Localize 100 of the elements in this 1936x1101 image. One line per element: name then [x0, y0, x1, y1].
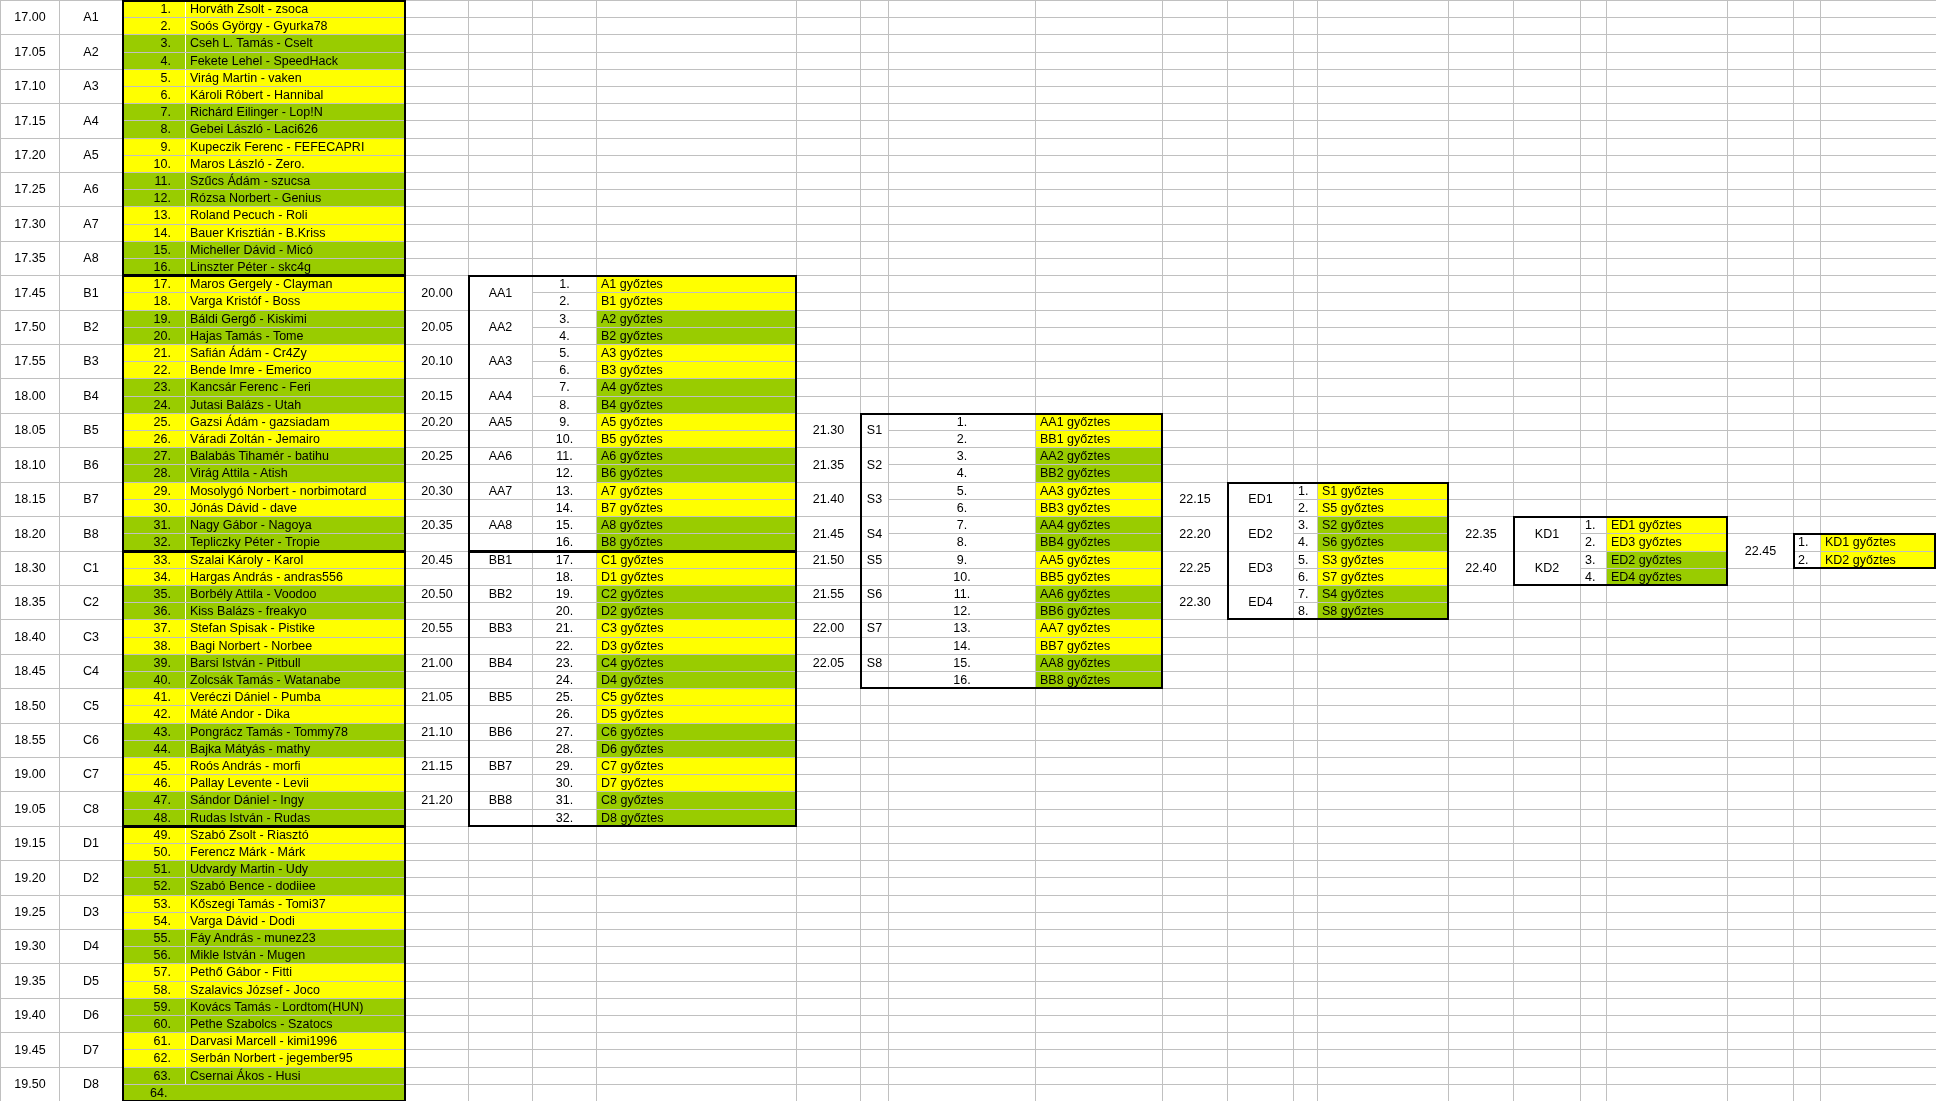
winner-slot: S4 győztes [1318, 586, 1448, 602]
player-name: Virág Attila - Atish [186, 465, 405, 482]
player-name: Serbán Norbert - jegember95 [186, 1050, 405, 1067]
seed-number: 64. [123, 1085, 405, 1101]
seed-number: 23. [123, 379, 185, 396]
player-name: Kupeczik Ferenc - FEFECAPRI [186, 139, 405, 155]
seed-number: 25. [123, 414, 185, 430]
seed-number: 37. [123, 620, 185, 637]
winner-slot: B2 győztes [597, 328, 796, 344]
seed-number: 21. [123, 345, 185, 361]
seed-number: 14. [123, 225, 185, 241]
winner-slot: C5 győztes [597, 689, 796, 705]
seed-number: 60. [123, 1016, 185, 1032]
player-name: Barsi István - Pitbull [186, 655, 405, 671]
seed-number: 31. [123, 517, 185, 533]
seed-number: 59. [123, 999, 185, 1015]
seed-number: 24. [123, 397, 185, 413]
player-name: Nagy Gábor - Nagoya [186, 517, 405, 533]
winner-slot: S8 győztes [1318, 603, 1448, 619]
winner-slot: BB6 győztes [1036, 603, 1162, 619]
winner-slot: C7 győztes [597, 758, 796, 774]
winner-slot: AA6 győztes [1036, 586, 1162, 602]
seed-number: 51. [123, 861, 185, 877]
player-name: Szűcs Ádám - szucsa [186, 173, 405, 189]
player-name: Sándor Dániel - Ingy [186, 792, 405, 809]
winner-slot: B7 győztes [597, 500, 796, 516]
seed-number: 40. [123, 672, 185, 688]
winner-slot: D8 győztes [597, 810, 796, 826]
seed-number: 20. [123, 328, 185, 344]
seed-number: 13. [123, 207, 185, 224]
player-name: Fáy András - munez23 [186, 930, 405, 946]
player-name: Szabó Bence - dodiiee [186, 878, 405, 895]
winner-slot: A8 győztes [597, 517, 796, 533]
player-name: Kiss Balázs - freakyo [186, 603, 405, 619]
winner-slot: D2 győztes [597, 603, 796, 619]
winner-slot: S3 győztes [1318, 552, 1448, 568]
seed-number: 5. [123, 70, 185, 86]
seed-number: 55. [123, 930, 185, 946]
player-name: Kancsár Ferenc - Feri [186, 379, 405, 396]
seed-number: 22. [123, 362, 185, 378]
seed-number: 58. [123, 982, 185, 998]
seed-number: 53. [123, 896, 185, 912]
player-name: Máté Andor - Dika [186, 706, 405, 723]
seed-number: 42. [123, 706, 185, 723]
winner-slot: B3 győztes [597, 362, 796, 378]
winner-slot: BB8 győztes [1036, 672, 1162, 688]
player-name: Pethe Szabolcs - Szatocs [186, 1016, 405, 1032]
player-name: Cseh L. Tamás - Cselt [186, 35, 405, 52]
player-name: Bagi Norbert - Norbee [186, 638, 405, 654]
seed-number: 26. [123, 431, 185, 447]
winner-slot: B1 győztes [597, 293, 796, 310]
winner-slot: A3 győztes [597, 345, 796, 361]
winner-slot: S6 győztes [1318, 534, 1448, 551]
winner-slot: AA7 győztes [1036, 620, 1162, 637]
seed-number: 28. [123, 465, 185, 482]
winner-slot: D3 győztes [597, 638, 796, 654]
winner-slot: ED2 győztes [1607, 552, 1727, 568]
player-name: Gazsi Ádám - gazsiadam [186, 414, 405, 430]
player-name: Maros László - Zero. [186, 156, 405, 172]
player-name: Varga Dávid - Dodi [186, 913, 405, 929]
winner-slot: D1 győztes [597, 569, 796, 585]
winner-slot: C6 győztes [597, 724, 796, 740]
player-name: Károli Róbert - Hannibal [186, 87, 405, 103]
winner-slot: A5 győztes [597, 414, 796, 430]
player-name: Micheller Dávid - Micó [186, 242, 405, 258]
seed-number: 12. [123, 190, 185, 206]
winner-slot: BB7 győztes [1036, 638, 1162, 654]
winner-slot: AA3 győztes [1036, 483, 1162, 499]
winner-slot: D7 győztes [597, 775, 796, 791]
seed-number: 44. [123, 741, 185, 757]
winner-slot: D4 győztes [597, 672, 796, 688]
winner-slot: ED3 győztes [1607, 534, 1727, 551]
seed-number: 36. [123, 603, 185, 619]
winner-slot: C4 győztes [597, 655, 796, 671]
player-name: Pallay Levente - Levii [186, 775, 405, 791]
seed-number: 18. [123, 293, 185, 310]
winner-slot: B5 győztes [597, 431, 796, 447]
winner-slot: C8 győztes [597, 792, 796, 809]
winner-slot: BB1 győztes [1036, 431, 1162, 447]
player-name: Roland Pecuch - Roli [186, 207, 405, 224]
player-name: Roós András - morfi [186, 758, 405, 774]
winner-slot: S2 győztes [1318, 517, 1448, 533]
winner-slot: AA5 győztes [1036, 552, 1162, 568]
player-name: Varga Kristóf - Boss [186, 293, 405, 310]
player-name: Szalavics József - Joco [186, 982, 405, 998]
seed-number: 62. [123, 1050, 185, 1067]
seed-number: 57. [123, 964, 185, 981]
player-name: Pethő Gábor - Fitti [186, 964, 405, 981]
player-name: Bende Imre - Emerico [186, 362, 405, 378]
seed-number: 27. [123, 448, 185, 464]
player-name: Darvasi Marcell - kimi1996 [186, 1033, 405, 1049]
player-name: Mosolygó Norbert - norbimotard [186, 483, 405, 499]
player-name: Veréczi Dániel - Pumba [186, 689, 405, 705]
winner-slot: BB3 győztes [1036, 500, 1162, 516]
winner-slot: B4 győztes [597, 397, 796, 413]
player-name: Hargas András - andras556 [186, 569, 405, 585]
player-name: Rudas István - Rudas [186, 810, 405, 826]
seed-number: 34. [123, 569, 185, 585]
player-name: Kovács Tamás - Lordtom(HUN) [186, 999, 405, 1015]
player-name: Jónás Dávid - dave [186, 500, 405, 516]
